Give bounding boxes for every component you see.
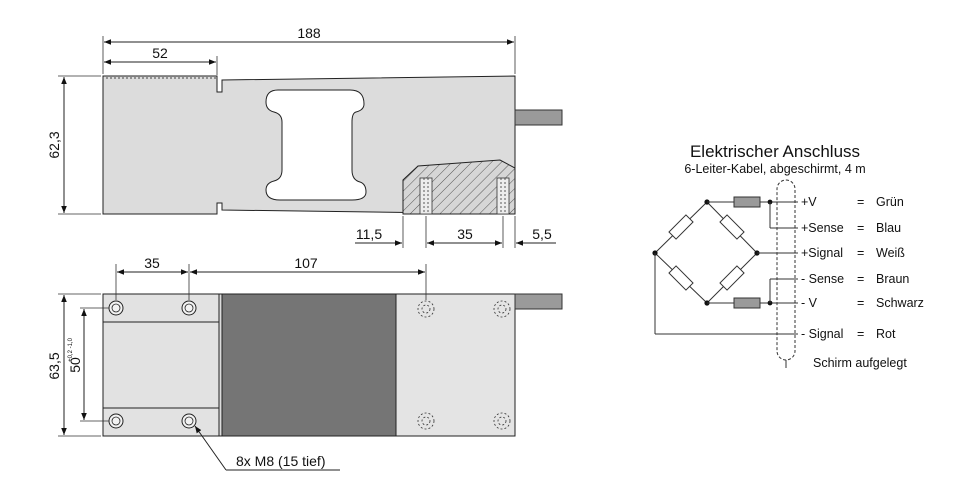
wire-color-3: Weiß (876, 246, 905, 260)
top-left-pad (102, 293, 220, 437)
side-cutout (265, 89, 367, 201)
side-hole-right (496, 177, 510, 215)
wire-eq-4: = (857, 272, 864, 286)
shield-label: Schirm aufgelegt (813, 356, 907, 370)
top-view: 35 107 63,5 +0,2 -1,0 50 8x M8 (15 tief) (46, 255, 563, 471)
wiring-diagram: Elektrischer Anschluss 6-Leiter-Kabel, a… (652, 142, 924, 370)
wire-eq-3: = (857, 246, 864, 260)
top-right-section (395, 293, 516, 437)
dim-35-side: 35 (457, 226, 473, 242)
wiring-subtitle: 6-Leiter-Kabel, abgeschirmt, 4 m (684, 162, 865, 176)
hidden-hole-1 (417, 300, 435, 318)
side-view: 188 52 62,3 11,5 35 5,5 (46, 25, 563, 248)
dim-107: 107 (294, 255, 318, 271)
wire-signal-3: +Signal (801, 246, 843, 260)
wire-signal-6: - Signal (801, 327, 843, 341)
compensation-resistor-bottom (733, 297, 761, 309)
hidden-hole-4 (493, 412, 511, 430)
dim-62-3: 62,3 (46, 131, 62, 158)
compensation-resistor-top (733, 196, 761, 208)
bridge (652, 199, 760, 306)
dim-11-5: 11,5 (356, 226, 382, 242)
wire-color-5: Schwarz (876, 296, 924, 310)
hole-tr (181, 300, 197, 316)
side-cable (514, 109, 563, 126)
wire-color-6: Rot (876, 327, 896, 341)
hole-tl (108, 300, 124, 316)
wire-eq-5: = (857, 296, 864, 310)
wire-color-4: Braun (876, 272, 909, 286)
wire-eq-2: = (857, 221, 864, 235)
hidden-hole-2 (493, 300, 511, 318)
hole-br (181, 413, 197, 429)
wire-eq-1: = (857, 195, 864, 209)
wire-eq-6: = (857, 327, 864, 341)
dim-52: 52 (152, 45, 168, 61)
thread-note: 8x M8 (15 tief) (236, 453, 325, 469)
wire-signal-2: +Sense (801, 221, 844, 235)
wire-signal-5: - V (801, 296, 818, 310)
side-hole-left (419, 177, 433, 215)
dim-63-5: 63,5 (46, 352, 62, 379)
hole-bl (108, 413, 124, 429)
wiring-title: Elektrischer Anschluss (690, 142, 860, 161)
wire-color-1: Grün (876, 195, 904, 209)
dim-188: 188 (297, 25, 321, 41)
top-dark-block (221, 293, 397, 437)
dim-35-top: 35 (144, 255, 160, 271)
wire-color-2: Blau (876, 221, 901, 235)
cable-shield (776, 179, 796, 361)
hidden-hole-3 (417, 412, 435, 430)
dim-50: 50 (67, 357, 83, 373)
wire-signal-1: +V (801, 195, 817, 209)
dim-5-5: 5,5 (532, 226, 552, 242)
wire-signal-4: - Sense (801, 272, 844, 286)
top-cable (514, 293, 563, 310)
dim-tolerance: +0,2 -1,0 (68, 337, 74, 362)
